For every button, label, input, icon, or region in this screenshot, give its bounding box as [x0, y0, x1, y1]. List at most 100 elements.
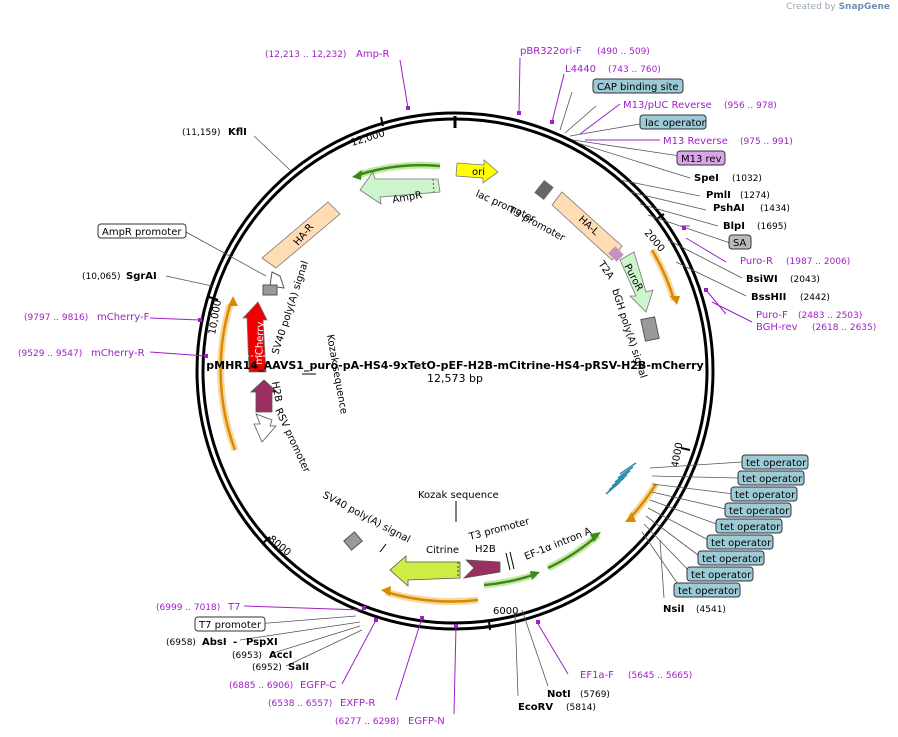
exfp-r-range: (6538 .. 6557): [268, 699, 332, 709]
l4440-range: (743 .. 760): [608, 65, 661, 75]
tet-operator-box[interactable]: [715, 518, 783, 534]
t7-promoter-label: T7 promoter: [198, 620, 262, 631]
puro-r-primer[interactable]: Puro-R: [740, 256, 773, 267]
h2b-bottom-label: H2B: [475, 544, 496, 555]
m13-rev-box[interactable]: [676, 150, 726, 166]
tet-operator-box[interactable]: [737, 470, 805, 486]
l4440-primer[interactable]: L4440: [565, 64, 596, 75]
sv40-polya-left-feature[interactable]: [262, 284, 278, 296]
sali-site[interactable]: SalI: [288, 662, 309, 673]
h2b-left-feature[interactable]: [249, 379, 279, 413]
cap-binding-site-box[interactable]: [592, 78, 684, 94]
citrine-primer-arrowhead: [381, 586, 391, 596]
egfp-n-range: (6277 .. 6298): [335, 717, 399, 727]
puror-primer-arrowhead: [670, 296, 680, 305]
bgh-polya-feature[interactable]: [640, 316, 660, 342]
tet-operator-box[interactable]: [741, 454, 809, 470]
watermark-brand: SnapGene: [838, 2, 890, 12]
t7-range: (6999 .. 7018): [156, 603, 220, 613]
ampr-primer-arc: [357, 163, 441, 177]
puro-f-primer[interactable]: Puro-F: [756, 310, 788, 321]
mcherry-primer-arc: [219, 304, 237, 451]
puror-feature[interactable]: [619, 251, 654, 313]
t7-primer[interactable]: T7: [227, 602, 240, 613]
tet-operator-marks: [605, 462, 637, 495]
pshai-site[interactable]: PshAI: [713, 203, 745, 214]
egfp-n-primer[interactable]: EGFP-N: [408, 716, 445, 727]
bgh-rev-primer[interactable]: BGH-rev: [756, 322, 798, 333]
ampr-promoter-box[interactable]: [97, 223, 187, 239]
primer-markers: [198, 106, 708, 628]
citrine-feature[interactable]: [389, 555, 461, 587]
watermark-prefix: Created by: [786, 2, 836, 12]
bsiwi-site[interactable]: BsiWI: [746, 274, 778, 285]
egfp-c-primer[interactable]: EGFP-C: [300, 680, 336, 691]
ef1a-f-primer[interactable]: EF1a-F: [580, 670, 614, 681]
tet-operator-label: tet operator: [702, 554, 763, 565]
hal-feature[interactable]: [551, 191, 623, 261]
tet-operator-label: tet operator: [729, 506, 790, 517]
puro-r-range: (1987 .. 2006): [786, 257, 850, 267]
ef1a-f-range: (5645 .. 5665): [628, 671, 692, 681]
mcherry-r-primer[interactable]: mCherry-R: [91, 348, 145, 359]
left-leaders: [165, 135, 363, 667]
pbr322ori-f-primer[interactable]: pBR322ori-F: [520, 46, 582, 57]
tet-operator-box[interactable]: [697, 550, 765, 566]
ampr-feature[interactable]: [359, 171, 441, 205]
tet-operator-box[interactable]: [730, 486, 798, 502]
blpi-site[interactable]: BlpI: [723, 221, 745, 232]
ecorv-site[interactable]: EcoRV: [518, 702, 553, 713]
kozak-bottom-label: Kozak sequence: [418, 490, 499, 501]
mcherry-f-primer[interactable]: mCherry-F: [97, 312, 150, 323]
tet-operator-label: tet operator: [720, 522, 781, 533]
primer-leaders: [149, 57, 753, 715]
m13-rev-label: M13 rev: [681, 154, 722, 165]
pspxi-site[interactable]: PspXI: [246, 637, 278, 648]
rsv-promoter-label: RSV promoter: [272, 407, 312, 476]
pmli-site[interactable]: PmlI: [706, 190, 731, 201]
tet-operator-box[interactable]: [686, 566, 754, 582]
tet-operator-box[interactable]: [706, 534, 774, 550]
absi-dash: -: [233, 637, 237, 648]
lac-operator-box[interactable]: [639, 114, 707, 130]
kfli-site[interactable]: KflI: [228, 127, 247, 138]
amp-r-range: (12,213 .. 12,232): [265, 50, 346, 60]
m13-puc-reverse-primer[interactable]: M13/pUC Reverse: [623, 100, 712, 111]
top-right-leaders: [514, 91, 747, 697]
bsshii-position: (2442): [800, 293, 830, 303]
citrine-primer-arc: [385, 590, 479, 603]
tet-operator-box[interactable]: [724, 502, 792, 518]
acci-site[interactable]: AccI: [269, 650, 292, 661]
kfli-position: (11,159): [182, 128, 221, 138]
har-feature[interactable]: [261, 201, 341, 269]
pbr322ori-f-range: (490 .. 509): [597, 47, 650, 57]
noti-site[interactable]: NotI: [547, 689, 571, 700]
puro-f-range: (2483 .. 2503): [798, 311, 862, 321]
nsii-site[interactable]: NsiI: [663, 604, 684, 615]
rsv-promoter-feature[interactable]: [253, 413, 277, 443]
amp-r-primer[interactable]: Amp-R: [356, 49, 390, 60]
mcherry-feature[interactable]: [242, 301, 268, 373]
spei-position: (1032): [732, 174, 762, 184]
tet-operator-box[interactable]: [673, 582, 741, 598]
ori-feature[interactable]: [455, 159, 499, 184]
bsshii-site[interactable]: BssHII: [751, 292, 786, 303]
sv40-polya-bottom-feature[interactable]: [343, 531, 363, 551]
h2b-bottom-feature[interactable]: [462, 559, 501, 579]
t2a-feature[interactable]: [608, 246, 624, 262]
tick-label-12000: 12,000: [350, 128, 387, 149]
sa-label: SA: [733, 238, 747, 249]
m13-reverse-primer[interactable]: M13 Reverse: [663, 136, 728, 147]
exfp-r-primer[interactable]: EXFP-R: [340, 698, 375, 709]
absi-site[interactable]: AbsI: [202, 637, 227, 648]
sgrai-site[interactable]: SgrAI: [126, 271, 157, 282]
sali-position: (6952): [252, 663, 282, 673]
acci-position: (6953): [232, 651, 262, 661]
t7-promoter-box[interactable]: [194, 616, 266, 632]
sa-box[interactable]: [728, 234, 752, 250]
tet-operator-label: tet operator: [746, 458, 807, 469]
spei-site[interactable]: SpeI: [694, 173, 719, 184]
backbone-outer: [195, 111, 715, 631]
bsiwi-position: (2043): [790, 275, 820, 285]
